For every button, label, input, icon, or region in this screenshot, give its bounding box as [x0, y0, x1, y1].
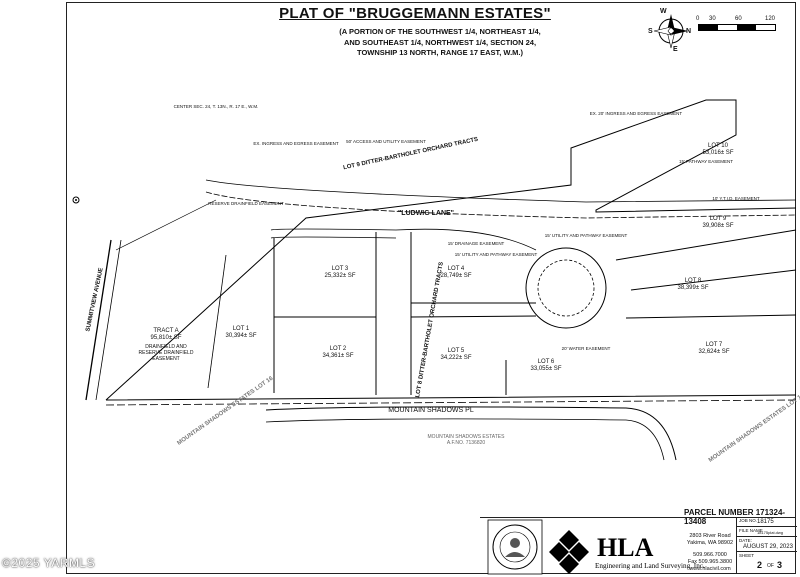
ludwig-lane-label: "LUDWIG LANE" — [398, 210, 454, 217]
tracta-note-3: EASEMENT — [152, 356, 180, 362]
scale-120: 120 — [765, 16, 776, 22]
scale-bar — [698, 24, 776, 31]
center-sec-note: CENTER SEC. 24, T. 13N., R. 17 E., W.M. — [174, 104, 259, 109]
lot6-area: 33,055± SF — [531, 366, 562, 372]
monument-icon — [72, 196, 80, 204]
sheet-of: OF — [767, 563, 774, 569]
pathway-note: 15' PATHWAY EASEMENT — [679, 159, 733, 164]
file-label: FILE NAME — [739, 528, 763, 533]
plat-subtitle: (A PORTION OF THE SOUTHWEST 1/4, NORTHEA… — [300, 27, 580, 59]
lot10-label: LOT 10 — [708, 143, 729, 149]
compass-e: E — [673, 46, 678, 53]
sheet-label: SHEET — [739, 553, 755, 558]
scale-60: 60 — [735, 16, 742, 22]
adjacent-mse-afn: A.F.NO. 7136820 — [447, 440, 486, 446]
compass-w: W — [660, 8, 667, 15]
company-address: 2803 River Road Yakima, WA 98902 509.966… — [686, 533, 734, 573]
phone: 509.966.7000 — [693, 552, 727, 558]
north-arrow-icon — [653, 14, 688, 49]
mountain-shadows-lot-label: MOUNTAIN SHADOWS ESTATES LOT 16 — [176, 375, 274, 446]
utility-note: 15' UTILITY AND PATHWAY EASEMENT — [455, 252, 538, 257]
utility-pathway-note: 15' UTILITY AND PATHWAY EASEMENT — [545, 233, 628, 238]
lot4-label: LOT 4 — [448, 266, 465, 272]
sheet-border — [66, 2, 796, 574]
lot2-area: 34,361± SF — [323, 353, 354, 359]
compass-n: N — [686, 28, 692, 35]
compass-s: S — [648, 28, 653, 35]
company-name: Engineering and Land Surveying, Inc. — [595, 562, 705, 570]
hla-logo-icon: HLA Engineering and Land Surveying, Inc. — [549, 530, 705, 574]
scale-0: 0 — [696, 16, 700, 22]
subtitle-line-2: AND SOUTHEAST 1/4, NORTHWEST 1/4, SECTIO… — [343, 37, 537, 47]
lot4-area: 28,749± SF — [441, 273, 472, 279]
address-line-2: Yakima, WA 98902 — [686, 540, 734, 546]
lot2-label: LOT 2 — [330, 346, 347, 352]
lot8-area: 38,399± SF — [678, 285, 709, 291]
tracta-note-2: RESERVE DRAINFIELD — [139, 350, 194, 356]
fax: Fax 509.965.3800 — [687, 559, 733, 565]
access-note: 50' ACCESS AND UTILITY EASEMENT — [346, 139, 426, 144]
sheet-total: 3 — [777, 560, 783, 570]
sheet-number: 2 — [757, 560, 763, 570]
hla-wordmark: HLA — [597, 533, 654, 562]
ysid-note: 10' Y.T.I.D. EASEMENT — [712, 196, 759, 201]
lot10-area: 53,016± SF — [703, 150, 734, 156]
mountain-shadows-pl-label: MOUNTAIN SHADOWS PL — [388, 407, 474, 414]
date-label: DATE: — [739, 538, 752, 543]
lot8-label: LOT 8 — [685, 278, 702, 284]
adjacent-mse: MOUNTAIN SHADOWS ESTATES — [428, 434, 506, 440]
lot1-area: 30,394± SF — [226, 333, 257, 339]
ex-egress-note: EX. 20' INGRESS AND EGRESS EASEMENT — [590, 111, 683, 116]
surveyor-seal-icon — [487, 519, 543, 575]
lot7-area: 32,624± SF — [699, 349, 730, 355]
lot7-label: LOT 7 — [706, 342, 723, 348]
water-easement-note: 20' WATER EASEMENT — [562, 346, 611, 351]
subtitle-line-1: (A PORTION OF THE SOUTHWEST 1/4, NORTHEA… — [339, 27, 541, 36]
subtitle-line-3: TOWNSHIP 13 NORTH, RANGE 17 EAST, W.M.) — [357, 48, 523, 57]
address-line-1: 2803 River Road — [689, 533, 731, 539]
tracta-note-1: DRAINFIELD AND — [145, 344, 187, 350]
drainage-note: 15' DRAINAGE EASEMENT — [448, 241, 505, 246]
lot3-area: 25,332± SF — [325, 273, 356, 279]
title-block — [480, 517, 796, 575]
job-no: 18175 — [757, 519, 774, 525]
lot9-area: 39,908± SF — [703, 223, 734, 229]
lot5-label: LOT 5 — [448, 348, 465, 354]
tracta-area: 95,810± SF — [151, 335, 182, 341]
ingress-note: EX. INGRESS AND EGRESS EASEMENT — [253, 141, 339, 146]
website: www.hlacivil.com — [689, 566, 731, 572]
scale-30: 30 — [709, 16, 716, 22]
tracta-label: TRACT A — [153, 328, 178, 334]
copyright-watermark: ©2025 YARMLS — [2, 556, 96, 570]
reserve-drainfield-note: RESERVE DRAINFIELD EASEMENT — [208, 201, 284, 206]
lot1-label: LOT 1 — [233, 326, 250, 332]
lot3-label: LOT 3 — [332, 266, 349, 272]
lot6-label: LOT 6 — [538, 359, 555, 365]
parcel-number: PARCEL NUMBER 171324-13408 — [684, 508, 786, 526]
mountain-shadows-lot1-label: MOUNTAIN SHADOWS ESTATES LOT 1 — [708, 394, 800, 464]
ditter-lot8-label: LOT 8 DITTER-BARTHOLET ORCHARD TRACTS — [415, 262, 445, 399]
plat-title: PLAT OF "BRUGGEMANN ESTATES" — [279, 5, 551, 22]
plat-drawing: LOT 3 25,332± SF LOT 2 34,361± SF LOT 1 … — [72, 99, 800, 464]
date-value: AUGUST 29, 2023 — [743, 544, 793, 550]
lot9-label: LOT 9 — [710, 216, 727, 222]
lot5-area: 34,222± SF — [441, 355, 472, 361]
job-label: JOB NO. — [739, 518, 758, 523]
file-name: 18175plat.dwg — [757, 530, 784, 535]
